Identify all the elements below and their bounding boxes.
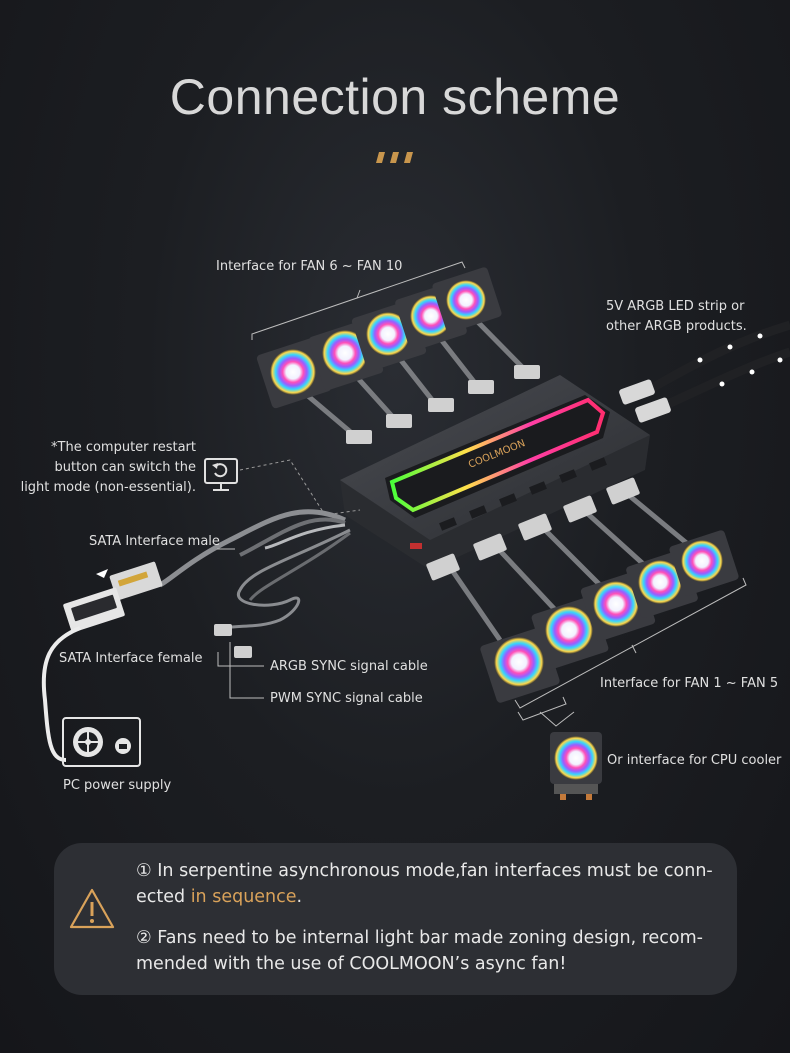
notes-panel: ① In serpentine asynchronous mode,fan in…	[54, 843, 737, 995]
label-sata-female: SATA Interface female	[59, 651, 203, 666]
label-fan-1-5: Interface for FAN 1 ~ FAN 5	[600, 676, 779, 691]
note-1-prefix: ① In serpentine asynchronous mode,fan in…	[136, 861, 713, 907]
label-sata-male: SATA Interface male	[89, 534, 220, 549]
fan-5	[606, 477, 739, 596]
restart-monitor-icon	[204, 458, 238, 491]
sata-female-connector	[63, 587, 125, 633]
bracket-fan-1-5	[514, 577, 747, 709]
cpu-cooler-icon	[550, 732, 602, 800]
label-pc-power: PC power supply	[63, 778, 172, 793]
fan-row-bottom	[426, 477, 739, 703]
label-leaders	[217, 548, 264, 699]
sata-male-connector	[96, 561, 163, 601]
page-title: Connection scheme	[169, 69, 621, 125]
fan-6	[256, 337, 372, 444]
fan-row-top	[256, 267, 540, 444]
controller-hub: COOLMOON	[340, 375, 650, 570]
note-1: ① In serpentine asynchronous mode,fan in…	[136, 858, 726, 910]
sata-cable	[158, 509, 347, 588]
warning-icon	[69, 888, 115, 929]
power-supply-icon	[62, 717, 141, 767]
label-pwm-sync: PWM SYNC signal cable	[270, 691, 423, 706]
note-1-highlight: in sequence	[190, 887, 297, 907]
label-fan-6-10: Interface for FAN 6 ~ FAN 10	[216, 259, 403, 274]
label-restart-line2: button can switch the	[54, 460, 196, 475]
label-restart-line1: *The computer restart	[51, 440, 196, 455]
label-restart-line3: light mode (non-essential).	[20, 480, 196, 495]
label-cpu-cooler: Or interface for CPU cooler	[607, 753, 782, 768]
psu-white-cable	[41, 626, 81, 762]
fan-10	[432, 267, 540, 379]
fan-1	[426, 553, 560, 703]
bracket-cpu-cooler	[517, 696, 575, 727]
restart-callout-lines	[239, 459, 361, 516]
sync-cables	[214, 528, 351, 658]
title-accent-dashes	[376, 152, 413, 163]
bracket-fan-6-10	[251, 261, 466, 340]
note-2: ② Fans need to be internal light bar mad…	[136, 928, 703, 974]
label-argb-strip-line1: 5V ARGB LED strip or	[606, 299, 745, 314]
label-argb-sync: ARGB SYNC signal cable	[270, 659, 428, 674]
label-argb-strip-line2: other ARGB products.	[606, 319, 747, 334]
argb-led-strips	[619, 320, 790, 423]
note-1-suffix: .	[296, 887, 303, 907]
